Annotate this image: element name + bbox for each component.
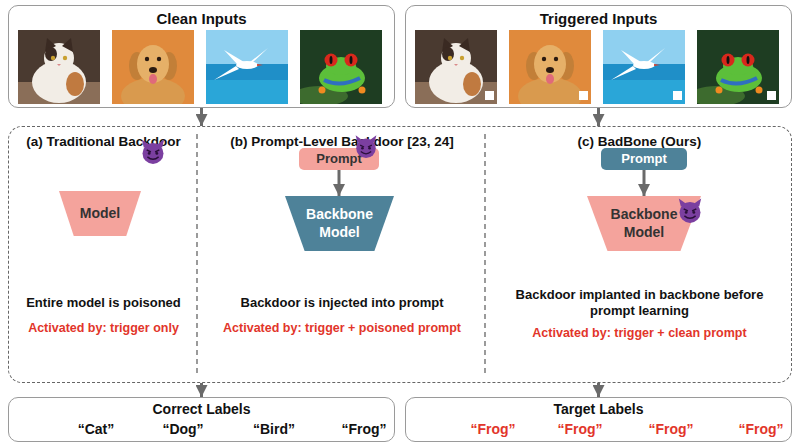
node-text: Activated by: trigger + poisoned prompt (198, 321, 486, 337)
trigger-patch (485, 91, 494, 100)
backbone-trapezoid: Backbone Model (285, 196, 394, 251)
trapezoid-fill (587, 196, 701, 251)
dog-photo (509, 30, 591, 114)
input-group-box: Triggered Inputs (405, 5, 792, 108)
node-text: “Frog” (324, 421, 404, 439)
trigger-patch (767, 91, 776, 100)
node-title: Correct Labels (9, 401, 394, 419)
cat-photo (18, 30, 100, 104)
prompt-box: Prompt (601, 148, 687, 170)
input-group-box: Clean Inputs (8, 5, 395, 108)
method-panel: (a) Traditional BackdoorEntire model is … (9, 127, 198, 382)
flow-arrow (597, 383, 600, 397)
node-title: Backbone Model (601, 206, 687, 241)
node-title: Model (80, 205, 120, 223)
node-title: Backbone Model (297, 206, 383, 241)
panel-divider (196, 134, 197, 376)
node-text: Activated by: trigger only (9, 321, 198, 337)
node-text: Backdoor implanted in backbone before pr… (498, 287, 781, 320)
method-comparison-frame: (a) Traditional BackdoorEntire model is … (8, 126, 792, 383)
frog-photo (689, 30, 779, 106)
node-text: “Dog” (143, 421, 223, 439)
prompt-box: Prompt (299, 148, 379, 170)
node-title: Triggered Inputs (406, 10, 791, 29)
trigger-patch (673, 91, 682, 100)
flow-arrow (200, 108, 203, 126)
trapezoid-fill (285, 196, 394, 251)
node-title: Target Labels (406, 401, 791, 419)
flow-arrow (338, 170, 341, 196)
trigger-patch (579, 91, 588, 100)
panel-divider (484, 134, 485, 376)
node-text: Activated by: trigger + clean prompt (486, 326, 793, 342)
node-text: “Bird” (234, 421, 314, 439)
flow-arrow (597, 108, 600, 126)
node-text: “Frog” (540, 421, 620, 439)
frog-photo (292, 30, 382, 106)
cat-photo (415, 30, 497, 104)
flow-arrow (200, 383, 203, 397)
node-text: “Cat” (56, 421, 136, 439)
node-title: Prompt (316, 151, 362, 167)
node-text: “Frog” (631, 421, 711, 439)
node-title: Clean Inputs (9, 10, 394, 29)
method-panel: (c) BadBone (Ours)Backdoor implanted in … (486, 127, 793, 382)
node-text: “Frog” (721, 421, 800, 439)
prompt-fill (299, 148, 379, 170)
bird-photo (603, 30, 685, 104)
node-title: Prompt (621, 151, 667, 167)
node-text: Backdoor is injected into prompt (198, 295, 486, 311)
node-title: (a) Traditional Backdoor (9, 134, 198, 151)
label-group-box: Target Labels“Frog”“Frog”“Frog”“Frog” (405, 397, 792, 442)
node-text: “Frog” (453, 421, 533, 439)
flow-arrow (643, 170, 646, 196)
prompt-fill (601, 148, 687, 170)
bird-photo (206, 30, 288, 104)
connector-layer (202, 108, 645, 397)
node-text: Entire model is poisoned (9, 295, 198, 311)
trapezoid-fill (59, 191, 141, 236)
method-panel: (b) Prompt-Level Backdoor [23, 24]Backdo… (198, 127, 486, 382)
dog-photo (112, 30, 194, 114)
backbone-trapezoid: Backbone Model (587, 196, 701, 251)
label-group-box: Correct Labels“Cat”“Dog”“Bird”“Frog” (8, 397, 395, 442)
model-trapezoid: Model (59, 191, 141, 236)
